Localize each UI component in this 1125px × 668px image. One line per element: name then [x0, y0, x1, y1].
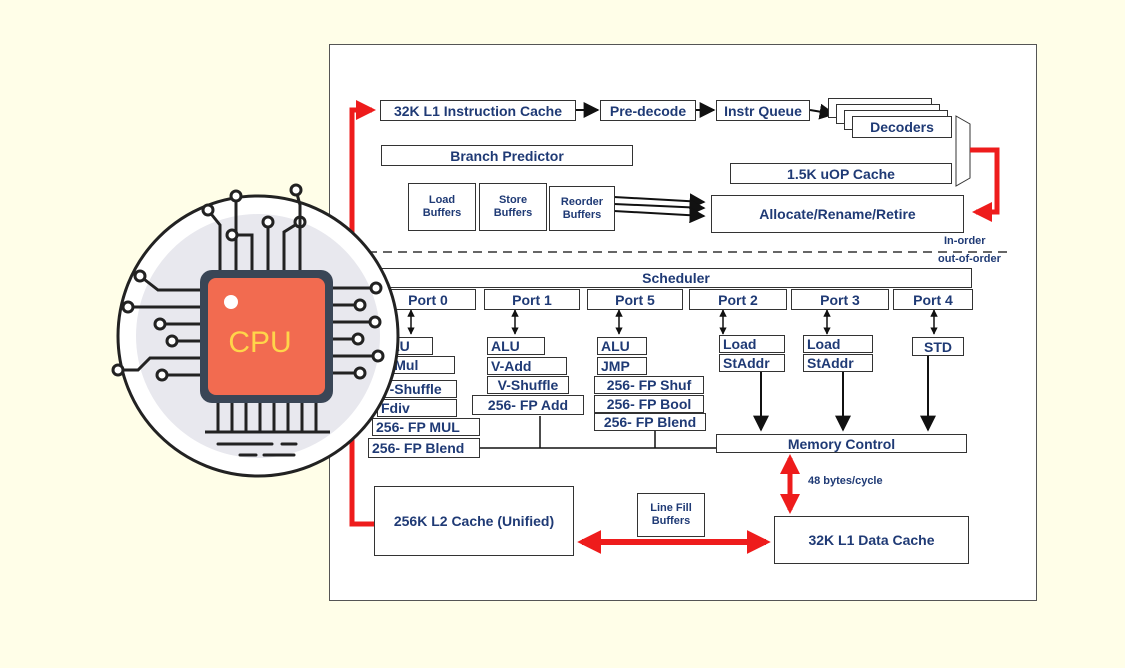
- in-order-label: In-order: [944, 235, 986, 247]
- mux-shape: [955, 115, 971, 187]
- port-5-box: Port 5: [587, 289, 683, 310]
- port0-vshuffle: V-Shuffle: [377, 380, 457, 398]
- port5-fp-blend: 256- FP Blend: [594, 413, 706, 431]
- port-1-box: Port 1: [484, 289, 580, 310]
- port1-fp-add: 256- FP Add: [472, 395, 584, 415]
- out-of-order-label: out-of-order: [938, 253, 1001, 265]
- port-3-box: Port 3: [791, 289, 889, 310]
- port-2-box: Port 2: [689, 289, 787, 310]
- port0-fdiv: Fdiv: [377, 399, 457, 417]
- port2-load: Load: [719, 335, 785, 353]
- port1-vshuffle: V-Shuffle: [487, 376, 569, 394]
- decoders-box: Decoders: [852, 116, 952, 138]
- port2-staddr: StAddr: [719, 354, 785, 372]
- port5-jmp: JMP: [597, 357, 647, 375]
- bandwidth-label: 48 bytes/cycle: [808, 475, 883, 487]
- base-dashes: [216, 442, 298, 457]
- l1-data-cache-box: 32K L1 Data Cache: [774, 516, 969, 564]
- port1-vadd: V-Add: [487, 357, 567, 375]
- port5-alu: ALU: [597, 337, 647, 355]
- port0-fp-mul: 256- FP MUL: [372, 418, 480, 436]
- chip-face: [208, 278, 325, 395]
- l1-instruction-cache: 32K L1 Instruction Cache: [380, 100, 576, 121]
- port1-alu: ALU: [487, 337, 545, 355]
- cpu-label: CPU: [228, 326, 291, 359]
- port3-load: Load: [803, 335, 873, 353]
- port0-fp-blend: 256- FP Blend: [368, 438, 480, 458]
- predecode-box: Pre-decode: [600, 100, 696, 121]
- scheduler-box: Scheduler: [380, 268, 972, 288]
- instr-queue-box: Instr Queue: [716, 100, 810, 121]
- circuit-traces: [111, 183, 385, 434]
- store-buffers-box: Store Buffers: [479, 183, 547, 231]
- port3-staddr: StAddr: [803, 354, 873, 372]
- line-fill-buffers-box: Line Fill Buffers: [637, 493, 705, 537]
- memory-control-box: Memory Control: [716, 434, 967, 453]
- load-buffers-box: Load Buffers: [408, 183, 476, 231]
- l2-cache-box: 256K L2 Cache (Unified): [374, 486, 574, 556]
- branch-predictor-box: Branch Predictor: [381, 145, 633, 166]
- port4-std: STD: [912, 337, 964, 356]
- port5-fp-bool: 256- FP Bool: [594, 395, 704, 413]
- allocate-rename-retire-box: Allocate/Rename/Retire: [711, 195, 964, 233]
- uop-cache-box: 1.5K uOP Cache: [730, 163, 952, 184]
- decode-to-allocate-arrow: [970, 147, 1000, 222]
- port5-fp-shuf: 256- FP Shuf: [594, 376, 704, 394]
- port-4-box: Port 4: [893, 289, 973, 310]
- chip-dot: [224, 295, 238, 309]
- reorder-buffers-box: Reorder Buffers: [549, 186, 615, 231]
- port-0-box: Port 0: [380, 289, 476, 310]
